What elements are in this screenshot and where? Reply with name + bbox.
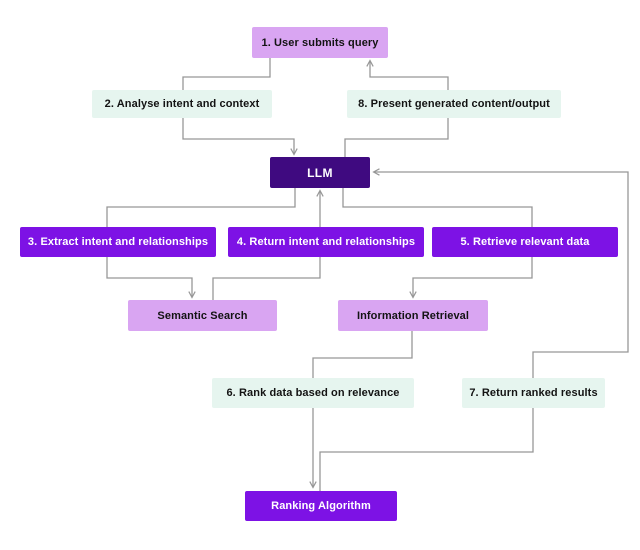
node-return-intent-relationships: 4. Return intent and relationships: [228, 227, 424, 257]
node-analyse-intent-context: 2. Analyse intent and context: [92, 90, 272, 118]
node-rank-data-relevance: 6. Rank data based on relevance: [212, 378, 414, 408]
node-return-ranked-results: 7. Return ranked results: [462, 378, 605, 408]
node-user-submits-query: 1. User submits query: [252, 27, 388, 58]
node-extract-intent-relationships: 3. Extract intent and relationships: [20, 227, 216, 257]
node-present-generated-content: 8. Present generated content/output: [347, 90, 561, 118]
node-llm: LLM: [270, 157, 370, 188]
node-retrieve-relevant-data: 5. Retrieve relevant data: [432, 227, 618, 257]
node-information-retrieval: Information Retrieval: [338, 300, 488, 331]
node-semantic-search: Semantic Search: [128, 300, 277, 331]
node-ranking-algorithm: Ranking Algorithm: [245, 491, 397, 521]
